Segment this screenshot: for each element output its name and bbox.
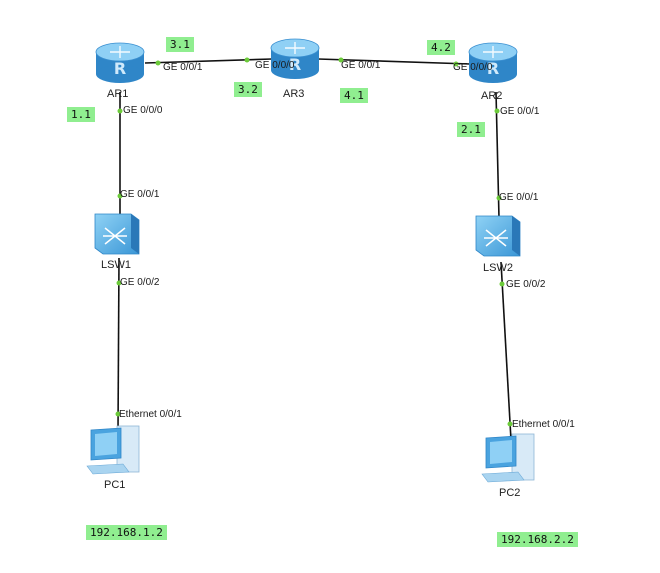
device-name-pc1: PC1 bbox=[104, 479, 126, 491]
ip-tag-4-1: 4.1 bbox=[340, 88, 368, 103]
pc-icon[interactable] bbox=[86, 425, 140, 475]
switch-icon[interactable] bbox=[94, 213, 140, 255]
pc-icon[interactable] bbox=[481, 433, 535, 483]
port-label-ar2-ge001: GE 0/0/1 bbox=[500, 106, 540, 117]
link-lsw1-pc1 bbox=[117, 257, 120, 433]
port-label-pc2-eth: Ethernet 0/0/1 bbox=[512, 419, 575, 430]
ip-tag-4-2: 4.2 bbox=[427, 40, 455, 55]
port-label-pc1-eth: Ethernet 0/0/1 bbox=[119, 409, 182, 420]
device-name-ar3: AR3 bbox=[283, 88, 305, 100]
port-label-ar2-ge000: GE 0/0/0 bbox=[453, 62, 493, 73]
svg-text:R: R bbox=[289, 55, 301, 74]
port-label-lsw1-ge001: GE 0/0/1 bbox=[120, 189, 160, 200]
port-dot bbox=[453, 61, 459, 67]
link-lsw2-pc2 bbox=[500, 261, 512, 441]
port-dot bbox=[155, 60, 161, 66]
port-label-ar3-ge001: GE 0/0/1 bbox=[341, 60, 381, 71]
svg-text:R: R bbox=[487, 59, 499, 78]
port-dot bbox=[116, 280, 122, 286]
router-icon[interactable]: R bbox=[95, 42, 145, 83]
links bbox=[117, 58, 512, 441]
port-dot bbox=[117, 108, 123, 114]
device-name-lsw1: LSW1 bbox=[101, 259, 131, 271]
port-dots bbox=[115, 57, 513, 427]
ip-tag-1-1: 1.1 bbox=[67, 107, 95, 122]
port-dot bbox=[507, 421, 513, 427]
device-name-lsw2: LSW2 bbox=[483, 262, 513, 274]
device-name-pc2: PC2 bbox=[499, 487, 521, 499]
link-ar1-ar3 bbox=[144, 58, 273, 64]
switch-icon[interactable] bbox=[475, 215, 521, 257]
port-dot bbox=[499, 281, 505, 287]
port-dot bbox=[117, 193, 123, 199]
router-icon[interactable]: R bbox=[270, 38, 320, 79]
port-label-lsw2-ge001: GE 0/0/1 bbox=[499, 192, 539, 203]
router-icon[interactable]: R bbox=[468, 42, 518, 83]
port-label-lsw2-ge002: GE 0/0/2 bbox=[506, 279, 546, 290]
ip-tag-pc1: 192.168.1.2 bbox=[86, 525, 167, 540]
port-label-ar1-ge000: GE 0/0/0 bbox=[123, 105, 163, 116]
port-dot bbox=[115, 411, 121, 417]
port-dot bbox=[496, 195, 502, 201]
port-dot bbox=[494, 108, 500, 114]
ip-tag-2-1: 2.1 bbox=[457, 122, 485, 137]
ip-tag-3-1: 3.1 bbox=[166, 37, 194, 52]
port-label-ar3-ge000: GE 0/0/0 bbox=[255, 60, 295, 71]
port-label-ar1-ge001: GE 0/0/1 bbox=[163, 62, 203, 73]
device-name-ar1: AR1 bbox=[107, 88, 129, 100]
port-dot bbox=[244, 57, 250, 63]
port-label-lsw1-ge002: GE 0/0/2 bbox=[120, 277, 160, 288]
port-dot bbox=[338, 57, 344, 63]
device-name-ar2: AR2 bbox=[481, 90, 503, 102]
svg-text:R: R bbox=[114, 59, 126, 78]
ip-tag-pc2: 192.168.2.2 bbox=[497, 532, 578, 547]
ip-tag-3-2: 3.2 bbox=[234, 82, 262, 97]
